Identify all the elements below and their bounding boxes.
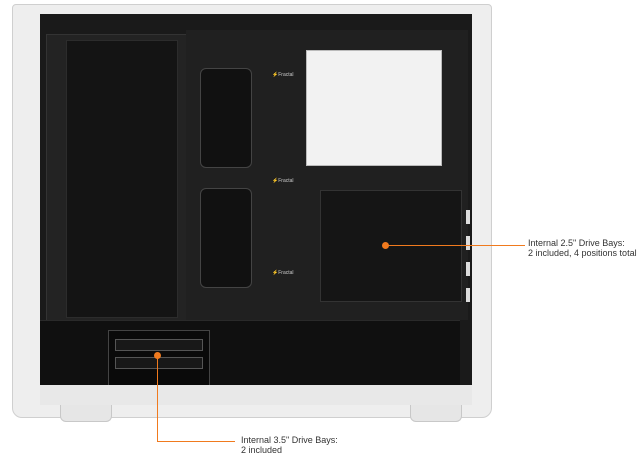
hdd-tray <box>115 357 203 369</box>
ssd-drive-plate <box>320 190 462 302</box>
fractal-logo: ⚡Fractal <box>272 270 294 276</box>
case-bottom <box>40 385 472 405</box>
case-foot-left <box>60 405 112 422</box>
callout-detail: 2 included, 4 positions total <box>528 248 637 258</box>
callout-2-5-drive-bays: Internal 2.5" Drive Bays: 2 included, 4 … <box>528 238 637 258</box>
expansion-slot <box>466 288 470 302</box>
fan-mount-rail <box>66 40 178 318</box>
callout-line <box>157 356 158 442</box>
callout-detail: 2 included <box>241 445 283 455</box>
callout-line <box>157 441 235 442</box>
callout-title: Internal 3.5" Drive Bays: <box>241 435 338 445</box>
cable-grommet-panel-bottom <box>200 188 252 288</box>
callout-dot <box>382 242 389 249</box>
callout-dot <box>154 352 161 359</box>
case-foot-right <box>410 405 462 422</box>
expansion-slot <box>466 236 470 250</box>
cpu-cutout <box>306 50 442 166</box>
callout-line <box>385 245 525 246</box>
callout-title: Internal 2.5" Drive Bays: <box>528 238 625 248</box>
fractal-logo: ⚡Fractal <box>272 72 294 78</box>
expansion-slot <box>466 262 470 276</box>
fractal-logo: ⚡Fractal <box>272 178 294 184</box>
psu-shroud <box>40 320 460 387</box>
hdd-tray <box>115 339 203 351</box>
callout-3-5-drive-bays: Internal 3.5" Drive Bays: 2 included <box>241 435 338 455</box>
cable-grommet-panel-top <box>200 68 252 168</box>
expansion-slot <box>466 210 470 224</box>
